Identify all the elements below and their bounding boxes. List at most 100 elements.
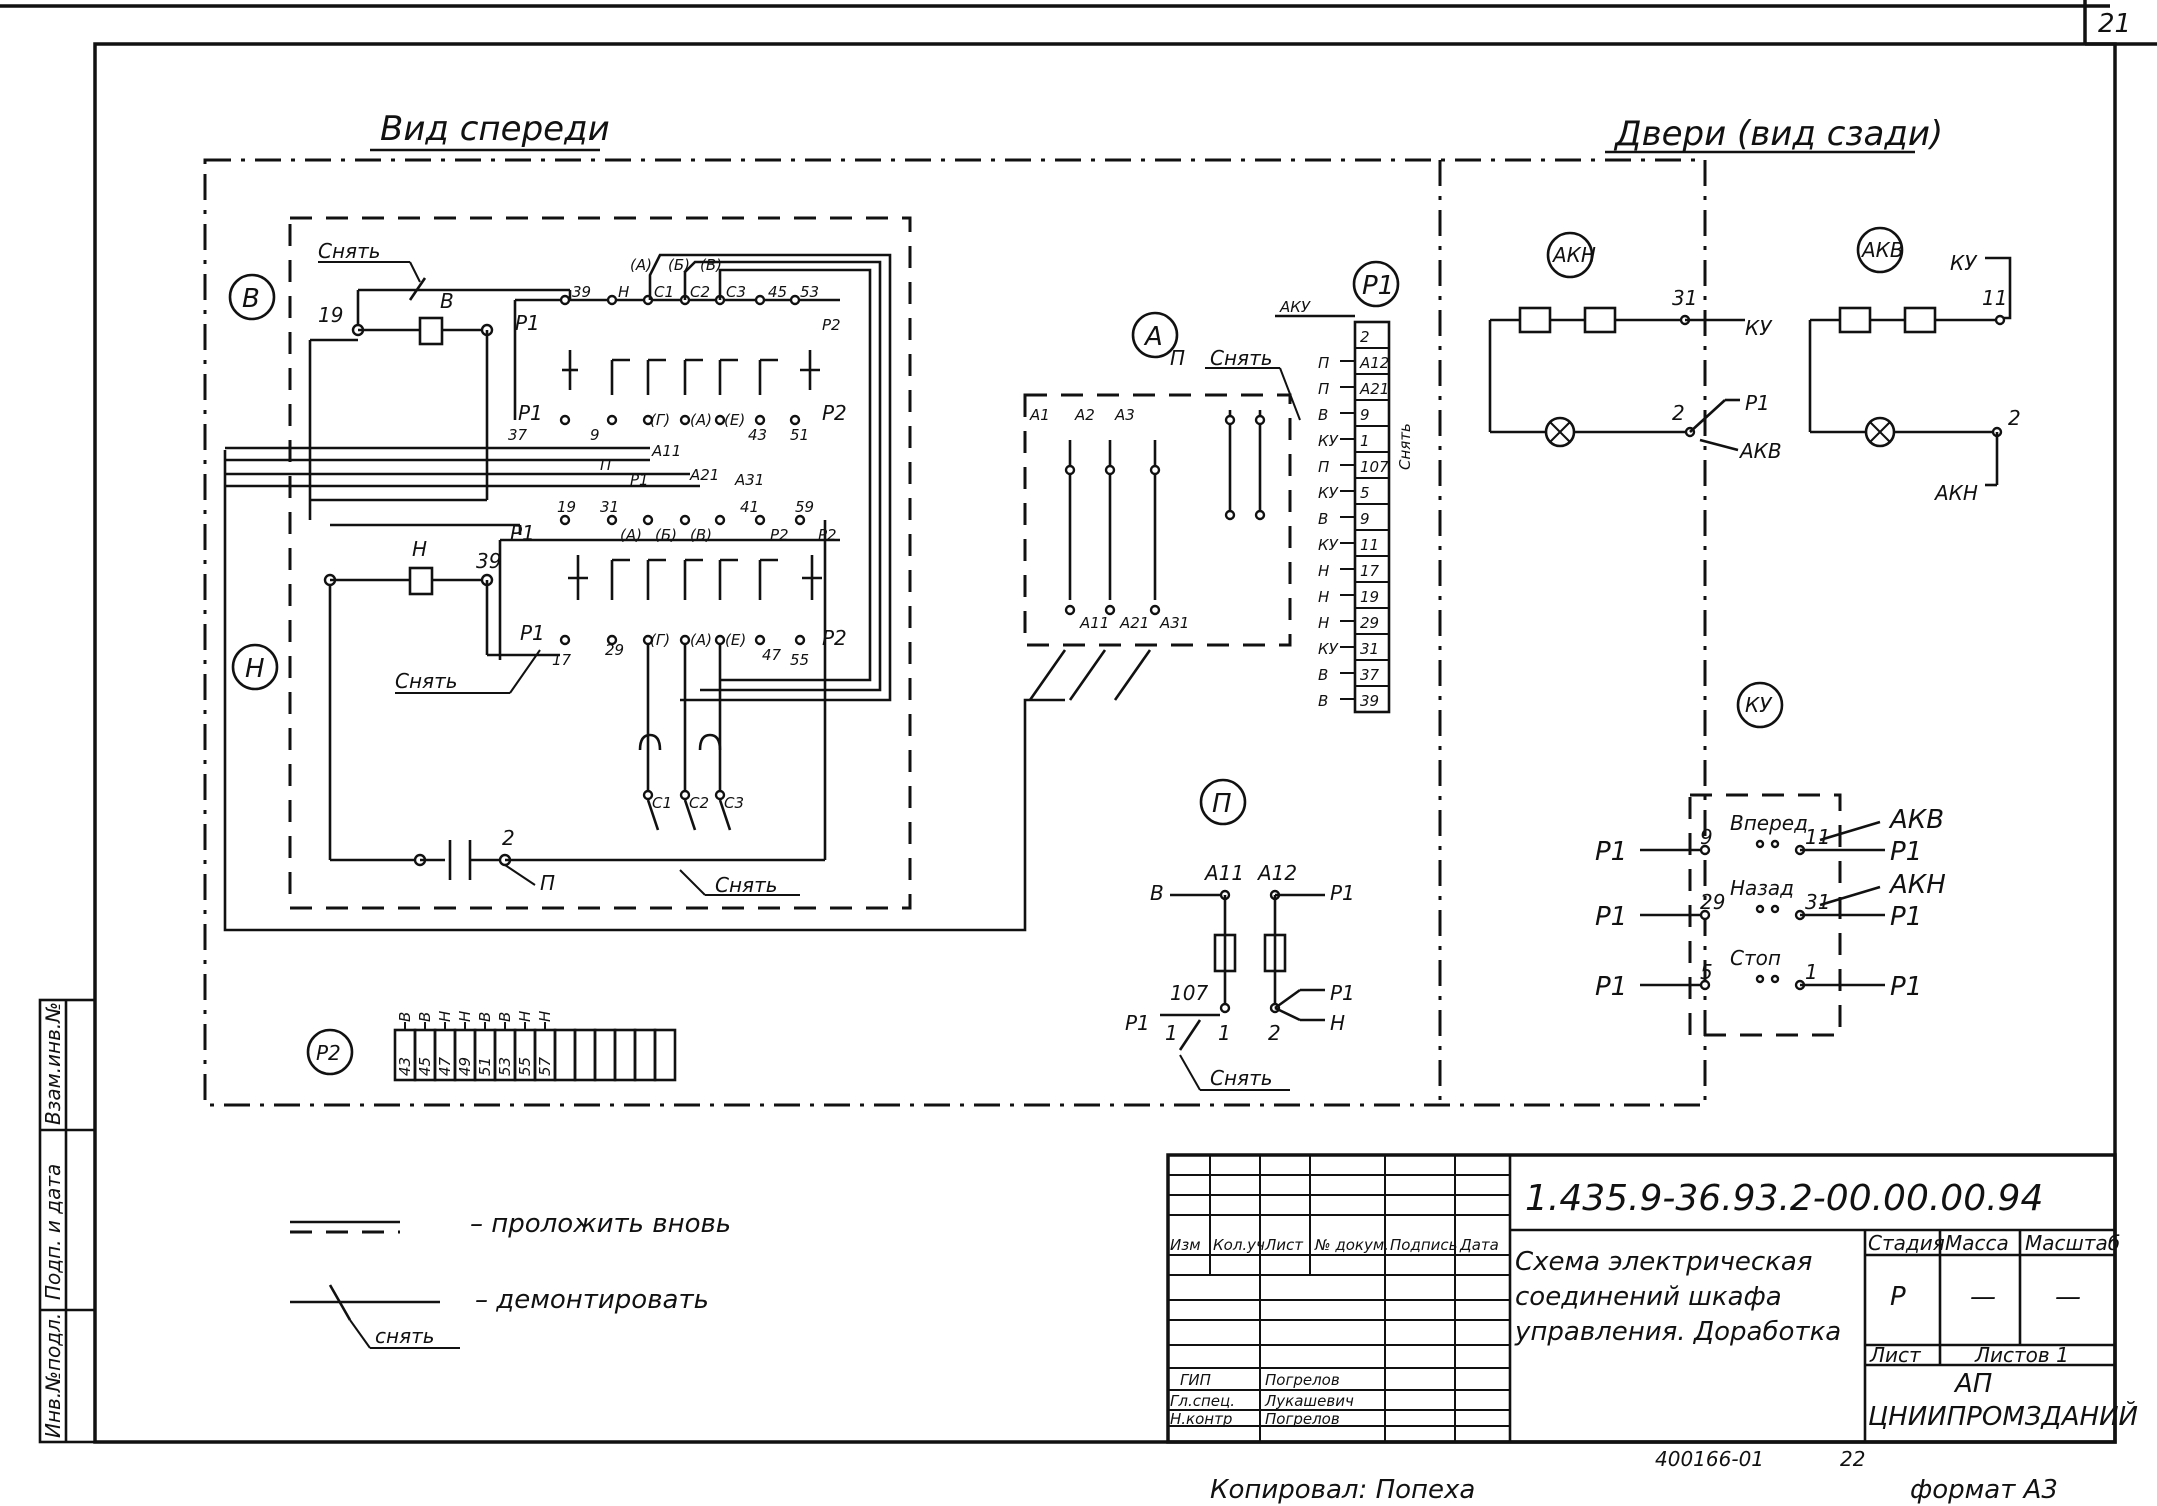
svg-text:P1: P1	[1330, 881, 1355, 905]
svg-text:(Г): (Г)	[650, 411, 670, 429]
svg-text:Погрелов: Погрелов	[1265, 1410, 1340, 1428]
svg-text:2: 2	[1268, 1021, 1281, 1045]
svg-text:А1: А1	[1029, 406, 1050, 424]
title-line-2: соединений шкафа	[1515, 1282, 1782, 1312]
svg-text:С3: С3	[724, 794, 744, 812]
p2-terminal-number: 49	[456, 1057, 474, 1076]
svg-text:В: В	[242, 284, 260, 314]
copied-by: Копировал: Попеха	[1210, 1475, 1475, 1505]
svg-text:Масштаб: Масштаб	[2025, 1231, 2120, 1255]
p1-terminal-number: 11	[1360, 536, 1379, 554]
p2-terminal-number: 43	[396, 1057, 414, 1076]
svg-text:(Г): (Г)	[650, 631, 670, 649]
p1-terminal-number: 19	[1360, 588, 1379, 606]
p1-terminal-label: КУ	[1318, 536, 1339, 554]
svg-text:Изм: Изм	[1170, 1236, 1201, 1254]
svg-text:(А): (А)	[690, 631, 712, 649]
contactor-N-circuit: Н 39 Снять	[323, 523, 560, 860]
svg-text:(Е): (Е)	[724, 411, 745, 429]
svg-text:P1: P1	[1125, 1011, 1150, 1035]
p2-terminal-number: 51	[476, 1057, 494, 1076]
ku-right-number: 1	[1805, 960, 1818, 984]
motor-leads: С1 С2 С3	[638, 645, 744, 831]
p2-terminal-cell	[613, 1028, 637, 1082]
coil-N	[408, 566, 434, 596]
ku-out-lamp: АКВ	[1888, 805, 1944, 835]
svg-text:АКВ: АКВ	[1738, 439, 1782, 463]
svg-text:—: —	[1970, 1282, 1996, 1312]
contact-row-mid: P1 19 31 (А) (Б) (В) 41 59 P2 P2	[498, 498, 847, 669]
p1-terminal-label: Н	[1318, 614, 1329, 632]
p1-terminal-label: КУ	[1318, 432, 1339, 450]
svg-text:А3: А3	[1114, 406, 1135, 424]
svg-text:Н: Н	[245, 654, 265, 684]
svg-text:45: 45	[768, 283, 787, 301]
svg-text:Гл.спец.: Гл.спец.	[1170, 1392, 1235, 1410]
p2-terminal-cell	[573, 1028, 597, 1082]
svg-text:P1: P1	[510, 521, 535, 545]
contactor-V-circuit: 19 В Снять	[308, 239, 572, 520]
svg-text:19: 19	[557, 498, 576, 516]
svg-text:P1: P1	[515, 311, 540, 335]
p2-terminal-letter: В	[496, 1012, 514, 1022]
svg-text:АКВ: АКВ	[1860, 238, 1904, 262]
svg-text:39: 39	[572, 283, 591, 301]
p1-terminal-number: 107	[1360, 458, 1389, 476]
ku-out-p1: Р1	[1890, 972, 1922, 1002]
svg-text:Лист: Лист	[1869, 1343, 1922, 1367]
p2-terminal-letter: Н	[456, 1011, 474, 1022]
ku-left-number: 29	[1700, 890, 1725, 914]
svg-text:P2: P2	[822, 401, 847, 425]
svg-text:19: 19	[318, 303, 343, 327]
block-A: А А1 А2 А3 А11 А21 А31 П Снять	[1023, 311, 1301, 701]
contact-group-top	[559, 294, 801, 306]
legend: – проложить вновь – демонтировать снять	[290, 1209, 731, 1349]
p1-terminal-number: 9	[1360, 406, 1370, 424]
svg-text:С1: С1	[652, 794, 672, 812]
svg-text:А21: А21	[1119, 614, 1149, 632]
terminal-block-p1: Р1 АКУ Снять 2А12ПА21П9В1КУ107П5КУ9В11КУ…	[1275, 260, 1414, 714]
sheet-frame: 21	[0, 0, 2157, 1444]
svg-text:Стадия: Стадия	[1868, 1231, 1945, 1255]
ku-position-name: Стоп	[1730, 946, 1781, 970]
remove-label-top: Снять	[318, 239, 381, 263]
svg-text:А11: А11	[651, 442, 681, 460]
p2-terminal-number: 57	[536, 1056, 554, 1076]
bottom-circuit: 2 П Снять	[330, 520, 827, 897]
side-stamp-sign: Подп. и дата	[41, 1164, 65, 1300]
svg-text:Погрелов: Погрелов	[1265, 1371, 1340, 1389]
svg-text:2: 2	[502, 826, 515, 850]
p2-terminal-letter: Н	[536, 1011, 554, 1022]
svg-text:П: П	[540, 871, 555, 895]
svg-text:(Б): (Б)	[668, 256, 690, 274]
svg-text:P1: P1	[520, 621, 545, 645]
p1-terminal-label: П	[1318, 458, 1329, 476]
p2-terminal-cell	[593, 1028, 617, 1082]
p2-terminal-cell	[553, 1028, 577, 1082]
svg-text:107: 107	[1170, 981, 1208, 1005]
stamp-code: 400166-01	[1655, 1447, 1764, 1471]
svg-text:А11: А11	[1203, 861, 1244, 885]
svg-text:АКУ: АКУ	[1279, 298, 1311, 316]
svg-text:Р1: Р1	[1330, 981, 1355, 1005]
side-stamp: Взам.инв.№ Подп. и дата Инв.№подл.	[38, 998, 97, 1444]
p2-terminal-cell	[633, 1028, 657, 1082]
svg-text:(Б): (Б)	[655, 526, 677, 544]
svg-text:Кол.уч: Кол.уч	[1213, 1236, 1265, 1254]
svg-text:37: 37	[508, 426, 528, 444]
svg-text:—: —	[2055, 1282, 2081, 1312]
p1-terminal-number: 2	[1360, 328, 1370, 346]
p1-terminal-number: 31	[1360, 640, 1379, 658]
circuit-P: П В А11 А12 P1 Р1 Н 107 P1 1 1 2 Снять	[1125, 778, 1355, 1091]
door-lamp-AKV: АКВ КУ 11 2 АКН	[1808, 226, 2021, 505]
svg-text:43: 43	[748, 426, 767, 444]
svg-text:47: 47	[762, 646, 782, 664]
p1-terminal-label: В	[1318, 406, 1328, 424]
svg-text:(В): (В)	[690, 526, 712, 544]
svg-text:Подпись: Подпись	[1390, 1236, 1457, 1254]
ku-out-p1: Р1	[1890, 902, 1922, 932]
svg-text:Масса: Масса	[1945, 1231, 2009, 1255]
svg-text:29: 29	[605, 641, 624, 659]
p1-terminal-label: П	[1318, 380, 1329, 398]
svg-text:КУ: КУ	[1745, 693, 1773, 717]
